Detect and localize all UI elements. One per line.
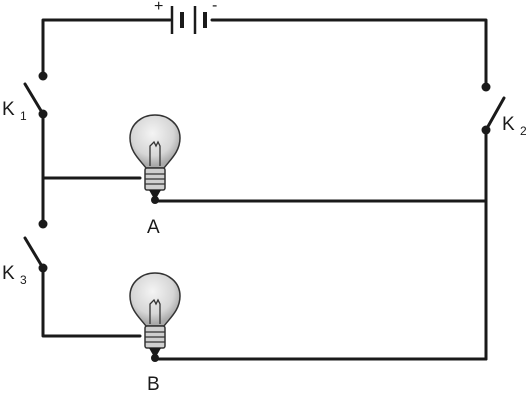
bulb-b-glass [129,272,181,327]
bulb-b: B [129,272,181,395]
switch-k2-blade [484,96,506,132]
switch-k3-label: K 3 [2,263,27,287]
battery: + - [154,0,217,34]
wire-top-right [210,18,488,89]
switch-k1-terminal-top [38,71,48,81]
switch-k2-subscript: 2 [520,124,526,138]
switch-k1: K 1 [2,71,48,123]
switch-k3-subscript: 3 [20,273,27,287]
switch-k1-blade [23,82,45,116]
battery-minus-sign: - [212,0,217,14]
bulb-a-label: A [147,217,160,238]
bulb-b-label: B [147,374,160,395]
switch-k1-label: K 1 [2,99,27,123]
bulb-b-contact [151,354,159,362]
bulb-a: A [129,114,181,238]
wires [41,18,488,361]
wire-top-left [41,18,172,78]
bulb-b-tip [149,348,161,355]
switch-k3-terminal-top [38,219,48,229]
battery-plus-sign: + [154,0,163,15]
bulb-a-filament [149,140,161,166]
wire-to-bulb-b [41,266,142,338]
bulb-a-contact [151,196,159,204]
switch-k3-blade [23,236,45,270]
bulb-a-tip [149,190,161,197]
bulb-b-filament [149,298,161,324]
switch-k3-letter: K [2,263,15,284]
wire-return-b [153,355,488,361]
switch-k3: K 3 [2,219,48,287]
bulb-a-glass [129,114,181,169]
switch-k1-subscript: 1 [20,109,27,123]
switch-k2: K 2 [481,82,526,138]
switch-k2-letter: K [502,114,515,135]
switch-k1-letter: K [2,99,15,120]
switch-k2-label: K 2 [502,114,526,138]
switch-k2-terminal-top [481,82,491,92]
